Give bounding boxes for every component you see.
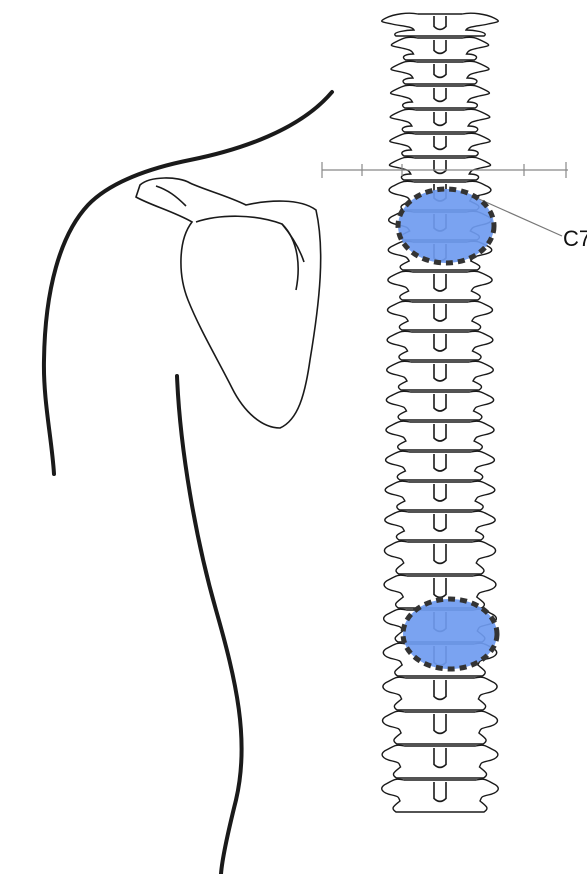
highlight-upper (398, 189, 494, 263)
vertebra (387, 361, 494, 390)
vertebra (386, 451, 495, 480)
scapula (136, 178, 321, 428)
vertebra (382, 745, 498, 778)
vertebra (391, 37, 488, 60)
vertebra (390, 133, 490, 156)
vertebra (382, 779, 499, 812)
vertebral-column (382, 13, 499, 812)
c7-label: C7 (563, 226, 587, 251)
vertebra (386, 421, 494, 450)
vertebra (385, 481, 495, 510)
vertebra (389, 157, 490, 180)
vertebra (390, 109, 490, 132)
vertebra (388, 301, 493, 330)
vertebra (391, 85, 490, 108)
vertebra (384, 541, 495, 574)
vertebra (385, 511, 495, 540)
vertebra (382, 13, 499, 36)
vertebra (386, 391, 493, 420)
vertebra (388, 271, 492, 300)
vertebra (391, 61, 489, 84)
vertebra (383, 677, 497, 710)
vertebra (383, 711, 498, 744)
highlight-lower (403, 599, 497, 669)
vertebra (387, 331, 493, 360)
